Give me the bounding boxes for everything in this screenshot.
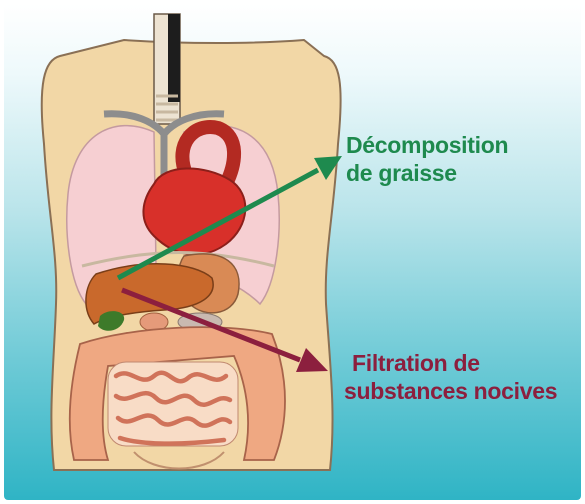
filtration-label: Filtration de substances nocives: [344, 349, 557, 405]
fat-decomposition-label: Décomposition de graisse: [346, 131, 508, 187]
diagram-background: Décomposition de graisse Filtration de s…: [4, 4, 581, 500]
filtration-label-line2: substances nocives: [344, 377, 557, 405]
heart: [143, 168, 245, 254]
anatomy-illustration: [4, 4, 581, 500]
fat-label-line1: Décomposition: [346, 131, 508, 159]
esophagus: [168, 14, 180, 102]
fat-label-line2: de graisse: [346, 159, 508, 187]
filtration-label-line1: Filtration de: [344, 349, 557, 377]
